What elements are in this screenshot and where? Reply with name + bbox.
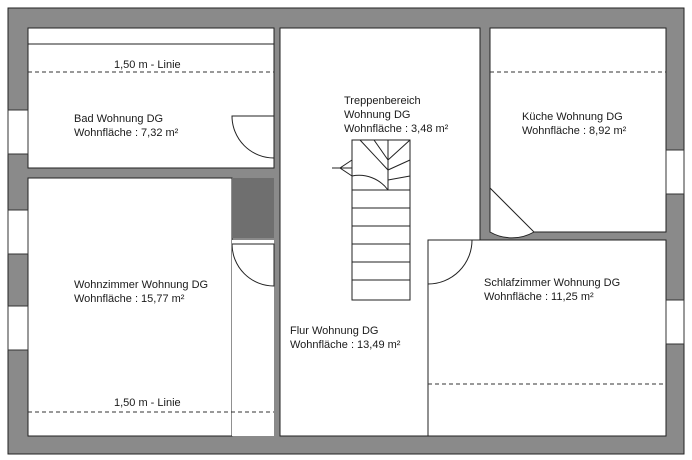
treppe-area: Wohnfläche : 3,48 m² [344, 123, 449, 135]
flur-area: Wohnfläche : 13,49 m² [290, 339, 401, 351]
room-wohnzimmer [27, 177, 233, 437]
room-bad [27, 43, 275, 169]
stair-direction-arrow [339, 159, 353, 177]
line-150-top-label: 1,50 m - Linie [114, 59, 181, 71]
window-right-1 [665, 149, 685, 195]
door-wohnzimmer [231, 243, 275, 287]
door-kueche [489, 186, 535, 239]
line-150-bottom-label: 1,50 m - Linie [114, 397, 181, 409]
window-left-1 [7, 109, 29, 155]
wohnzimmer-name: Wohnzimmer Wohnung DG [74, 279, 208, 291]
room-bad-top-strip [27, 27, 275, 45]
room-schlafzimmer [427, 239, 667, 437]
wohnzimmer-area: Wohnfläche : 15,77 m² [74, 293, 185, 305]
staircase [332, 139, 411, 301]
flur-name: Flur Wohnung DG [290, 325, 378, 337]
schlafzimmer-area: Wohnfläche : 11,25 m² [484, 291, 594, 303]
kueche-area: Wohnfläche : 8,92 m² [522, 125, 627, 137]
window-left-3 [7, 305, 29, 351]
room-kueche [489, 27, 667, 233]
treppe-name-2: Wohnung DG [344, 109, 410, 121]
schlafzimmer-name: Schlafzimmer Wohnung DG [484, 277, 620, 289]
bad-area: Wohnfläche : 7,32 m² [74, 127, 179, 139]
window-left-2 [7, 209, 29, 255]
treppe-name-1: Treppenbereich [344, 95, 421, 107]
kueche-name: Küche Wohnung DG [522, 111, 623, 123]
door-bad [231, 115, 275, 159]
bad-name: Bad Wohnung DG [74, 113, 163, 125]
window-right-2 [665, 299, 685, 345]
door-schlafzimmer [427, 239, 473, 285]
wall-stub [232, 178, 274, 238]
